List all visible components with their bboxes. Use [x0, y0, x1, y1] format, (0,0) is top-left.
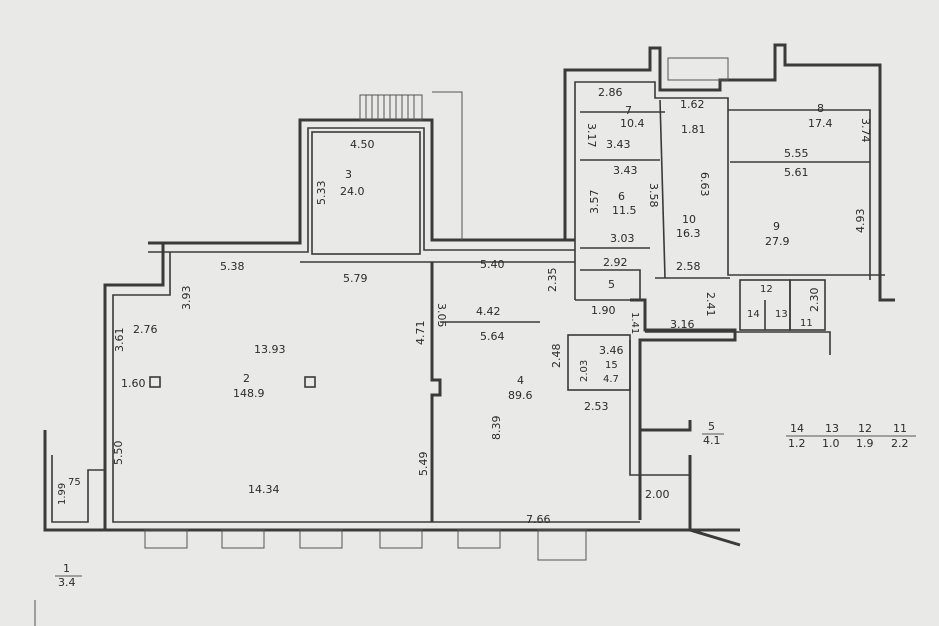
dim: 1.81	[681, 123, 706, 136]
room-8-num: 8	[817, 102, 824, 115]
room-7-area: 10.4	[620, 117, 645, 130]
dim: 5.64	[480, 330, 505, 343]
dim: 13.93	[254, 343, 286, 356]
dim: 2.30	[808, 288, 821, 313]
dim: 5	[608, 278, 615, 291]
dim: 2.03	[579, 360, 590, 382]
dimension-labels: 4.50 5.33 5.38 5.79 3.93 2.76 3.61 1.60 …	[57, 86, 872, 526]
dim: 1.41	[629, 312, 640, 334]
dim: 5.33	[315, 181, 328, 206]
dim: 2.35	[546, 268, 559, 293]
dim: 3.46	[599, 344, 624, 357]
dim: 3.58	[647, 183, 660, 208]
dim: 4.50	[350, 138, 375, 151]
dim: 5.40	[480, 258, 505, 271]
dim: 1.60	[121, 377, 146, 390]
room-2-num: 2	[243, 372, 250, 385]
room-10-area: 16.3	[676, 227, 701, 240]
expl-num: 12	[858, 422, 872, 435]
dim: 2.76	[133, 323, 158, 336]
room-labels: 1 3.4 2 148.9 3 24.0 4 89.6 5 4.1 6 11.5…	[58, 102, 833, 589]
expl-num: 11	[893, 422, 907, 435]
dim: 2.86	[598, 86, 623, 99]
room-9-num: 9	[773, 220, 780, 233]
dim: 3.93	[180, 286, 193, 311]
dim: 2.58	[676, 260, 701, 273]
room-9-area: 27.9	[765, 235, 790, 248]
dim: 3.43	[606, 138, 631, 151]
expl-num: 14	[790, 422, 804, 435]
dim: 1.90	[591, 304, 616, 317]
room-7-num: 7	[625, 104, 632, 117]
dim: 4.93	[854, 209, 867, 234]
room-6-num: 6	[618, 190, 625, 203]
room-10-num: 10	[682, 213, 696, 226]
room-15-area: 4.7	[603, 374, 619, 385]
dim: 3.61	[113, 328, 126, 353]
room-2-area: 148.9	[233, 387, 265, 400]
room-5-area: 4.1	[703, 434, 721, 447]
dim: 4.42	[476, 305, 501, 318]
room-15-num: 15	[605, 360, 618, 371]
dim: 3.03	[610, 232, 635, 245]
dim: 3.74	[859, 118, 872, 143]
stairs	[359, 91, 463, 240]
room-13-num: 13	[775, 309, 788, 320]
expl-area: 2.2	[891, 437, 909, 450]
dim: 2.00	[645, 488, 670, 501]
room-11-num: 11	[800, 318, 813, 329]
room-5-num: 5	[708, 420, 715, 433]
dim: 3.05	[435, 303, 448, 328]
dim: 7.66	[526, 513, 551, 526]
dim: 5.50	[112, 441, 125, 466]
dim: 75	[68, 477, 81, 488]
expl-area: 1.2	[788, 437, 806, 450]
dim: 3.43	[613, 164, 638, 177]
dim: 5.38	[220, 260, 245, 273]
dim: 1.62	[680, 98, 705, 111]
room-4-area: 89.6	[508, 389, 533, 402]
dim: 2.92	[603, 256, 628, 269]
dim: 3.16	[670, 318, 695, 331]
dim: 2.41	[704, 292, 717, 317]
dim: 3.17	[585, 123, 598, 148]
dim: 4.71	[414, 321, 427, 346]
room-1-area: 3.4	[58, 576, 76, 589]
dim: 3.57	[588, 190, 601, 215]
room-4-num: 4	[517, 374, 524, 387]
dim: 5.49	[417, 452, 430, 477]
room-6-area: 11.5	[612, 204, 637, 217]
dim: 5.79	[343, 272, 368, 285]
room-14-num: 14	[747, 309, 760, 320]
expl-area: 1.9	[856, 437, 874, 450]
dim: 6.63	[698, 172, 711, 197]
dim: 5.61	[784, 166, 809, 179]
explication-table: 14 13 12 11 1.2 1.0 1.9 2.2	[786, 422, 916, 450]
dim: 8.39	[490, 416, 503, 441]
room-1-num: 1	[63, 562, 70, 575]
dim: 5.55	[784, 147, 809, 160]
dim: 1.99	[57, 483, 68, 505]
walls	[43, 43, 895, 561]
room-12-num: 12	[760, 284, 773, 295]
expl-area: 1.0	[822, 437, 840, 450]
dim: 2.53	[584, 400, 609, 413]
room-3-area: 24.0	[340, 185, 365, 198]
dim: 14.34	[248, 483, 280, 496]
dim: 2.48	[550, 344, 563, 369]
expl-num: 13	[825, 422, 839, 435]
room-8-area: 17.4	[808, 117, 833, 130]
room-3-num: 3	[345, 168, 352, 181]
